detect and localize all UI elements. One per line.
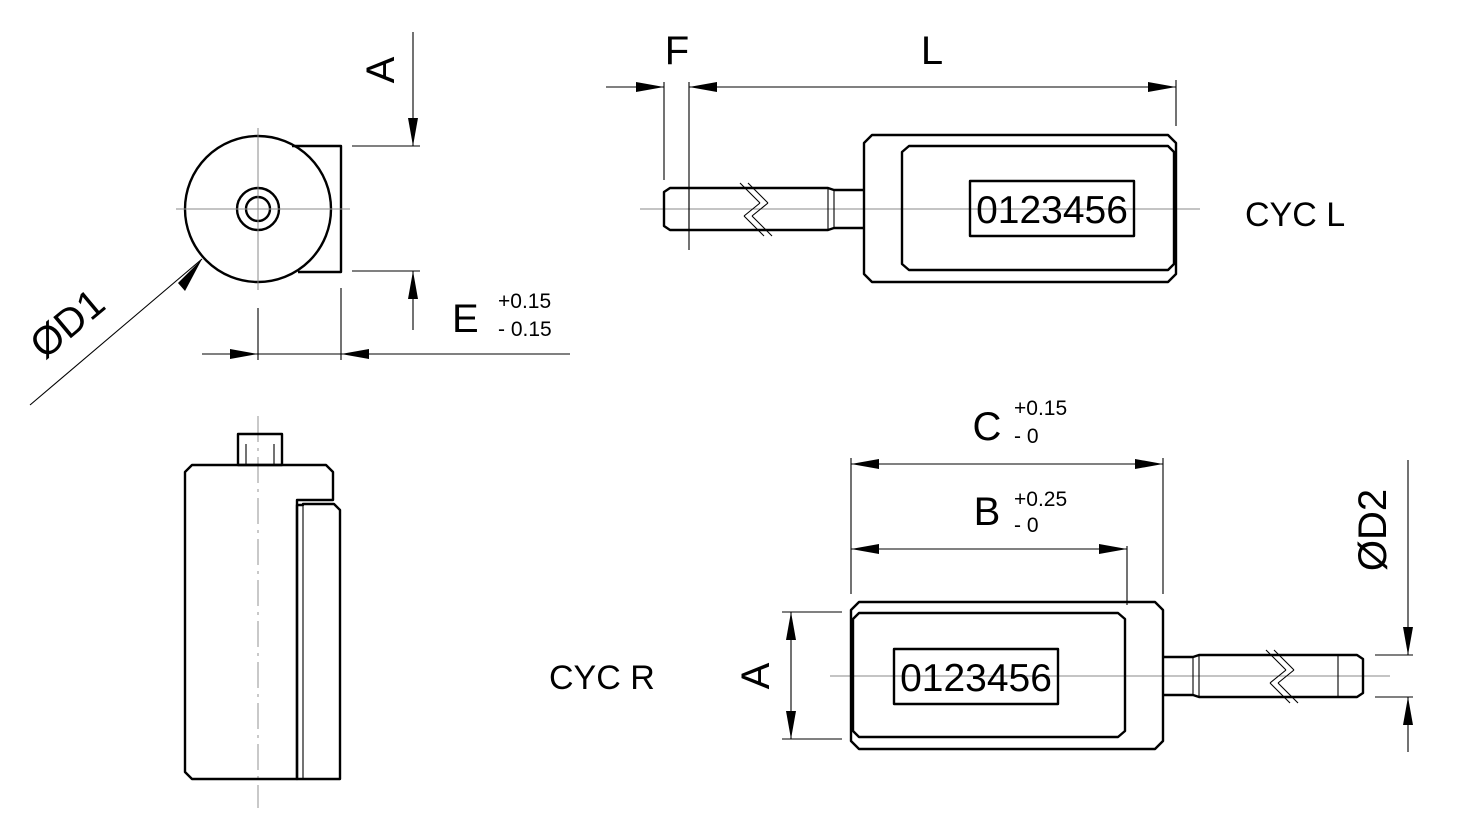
serial-text: 0123456 xyxy=(976,189,1128,232)
serial-plate xyxy=(892,647,1060,706)
dim-d2-arrow-bottom xyxy=(1403,697,1413,725)
dim-c-tol-minus: - 0 xyxy=(1014,425,1039,448)
dim-e-label: E xyxy=(452,297,479,341)
dim-c-label: C xyxy=(973,405,1002,449)
connector-nub xyxy=(236,432,284,467)
dim-e-arrow-left xyxy=(230,349,258,359)
dim-b-tol-plus: +0.25 xyxy=(1014,488,1067,511)
body-outline xyxy=(183,463,335,781)
dim-l-arrow-left xyxy=(689,82,717,92)
dim-l-label: L xyxy=(921,29,943,73)
dim-d1-label: ØD1 xyxy=(22,281,113,368)
dim-a-arrow-bottom xyxy=(408,271,418,299)
dim-e-tol-minus: - 0.15 xyxy=(498,318,552,341)
dim-a-arrow-bottom xyxy=(786,711,796,739)
dim-d2-label: ØD2 xyxy=(1351,489,1395,571)
cable-outline xyxy=(662,186,864,232)
dim-f-arrow xyxy=(636,82,664,92)
end-view: A E +0.15 - 0.15 ØD1 xyxy=(22,32,570,406)
model-label-cyc-l: CYC L xyxy=(1245,196,1345,234)
label-frame xyxy=(900,144,1176,272)
body-outline xyxy=(849,600,1165,751)
dim-c-arrow-right xyxy=(1135,459,1163,469)
dim-f-label: F xyxy=(665,29,689,73)
dim-a-arrow-top xyxy=(786,612,796,640)
side-view xyxy=(183,416,342,808)
label-frame xyxy=(851,611,1127,739)
dim-b-tol-minus: - 0 xyxy=(1014,514,1039,537)
dim-b-arrow-right xyxy=(1099,544,1127,554)
dim-d1-arrow xyxy=(178,259,202,291)
cyc-r-view: 0123456 C +0.15 - 0 B +0.25 - 0 xyxy=(549,397,1413,752)
cyc-l-view: 0123456 F L CYC L xyxy=(606,29,1345,284)
dim-c-arrow-left xyxy=(851,459,879,469)
dim-e-arrow-right xyxy=(341,349,369,359)
serial-text: 0123456 xyxy=(900,657,1052,700)
dim-d2-arrow-top xyxy=(1403,627,1413,655)
flat-side-outline xyxy=(295,502,342,781)
dim-a-label: A xyxy=(359,56,403,83)
dim-e-tol-plus: +0.15 xyxy=(498,290,551,313)
serial-plate xyxy=(968,179,1136,238)
cable-outline xyxy=(1163,653,1365,699)
dim-a-label: A xyxy=(734,662,778,689)
dim-b-label: B xyxy=(974,490,1001,534)
dim-a-arrow-top xyxy=(408,118,418,146)
dim-b-arrow-left xyxy=(851,544,879,554)
body-outline xyxy=(862,133,1178,284)
dim-c-tol-plus: +0.15 xyxy=(1014,397,1067,420)
dim-l-arrow-right xyxy=(1148,82,1176,92)
model-label-cyc-r: CYC R xyxy=(549,659,655,697)
